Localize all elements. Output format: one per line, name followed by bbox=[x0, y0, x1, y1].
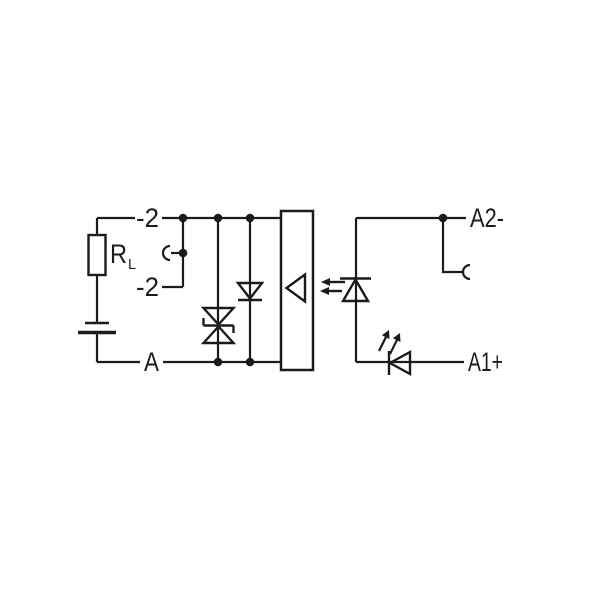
suppressor-diode-icon bbox=[200, 306, 237, 345]
indicator-led-icon bbox=[378, 330, 412, 377]
socket-contact-left-icon bbox=[161, 244, 171, 262]
battery bbox=[78, 321, 116, 335]
led-emission-arrow-head-1 bbox=[381, 330, 390, 339]
socket-contact-right-icon bbox=[461, 263, 471, 281]
light-arrow-head-2 bbox=[320, 287, 329, 295]
terminal-label-minus2-mid: -2 bbox=[136, 272, 159, 302]
light-arrow-head-1 bbox=[321, 278, 330, 286]
clamp-diode-icon bbox=[235, 281, 265, 302]
suppressor-triangle-top bbox=[200, 306, 237, 327]
photodetector-triangle-icon bbox=[284, 272, 307, 304]
junction-dot bbox=[213, 357, 223, 367]
light-coupling-arrows-icon bbox=[320, 278, 345, 295]
optocoupler-led-icon bbox=[340, 277, 371, 303]
optocoupler-box bbox=[279, 209, 315, 372]
opto-led-triangle bbox=[340, 277, 371, 303]
terminal-label-a: A bbox=[144, 347, 159, 377]
suppressor-triangle-bottom bbox=[200, 324, 237, 345]
load-resistor bbox=[87, 233, 107, 277]
resistor-body bbox=[87, 233, 107, 277]
junction-dot bbox=[245, 213, 255, 223]
load-resistor-label: R bbox=[110, 239, 127, 269]
junction-dot bbox=[213, 213, 223, 223]
optocoupler-outline bbox=[279, 209, 315, 372]
load-resistor-subscript: L bbox=[128, 256, 136, 273]
terminal-label-minus2-top: -2 bbox=[136, 203, 159, 233]
junction-dot bbox=[178, 213, 188, 223]
wire-socket-stub-right bbox=[441, 218, 463, 274]
junction-dots bbox=[178, 213, 448, 367]
indicator-led-triangle bbox=[387, 349, 412, 377]
terminal-label-a1-plus: A1+ bbox=[468, 347, 503, 377]
junction-dot bbox=[178, 248, 188, 258]
junction-dot bbox=[438, 213, 448, 223]
led-emission-arrow-head-2 bbox=[392, 333, 401, 342]
junction-dot bbox=[245, 357, 255, 367]
terminal-label-a2-minus: A2- bbox=[470, 203, 504, 233]
led-emission-arrow-shaft-2 bbox=[389, 339, 398, 355]
led-emission-arrow-shaft-1 bbox=[378, 336, 387, 352]
clamp-diode-triangle bbox=[235, 281, 265, 301]
